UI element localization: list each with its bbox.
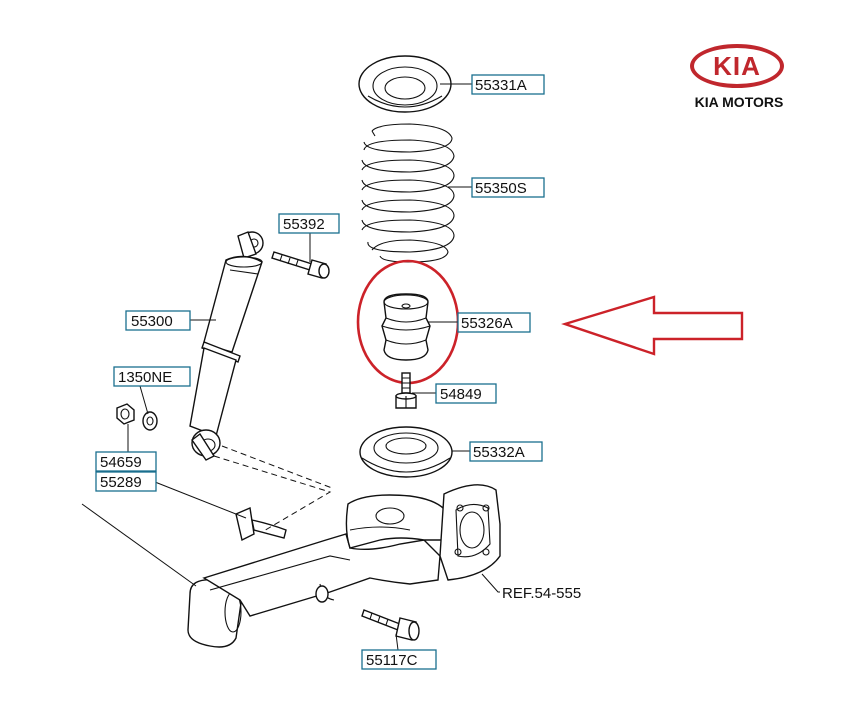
part-number-54659: 54659	[100, 454, 142, 471]
upper-spring-seat	[358, 55, 452, 113]
dashed-guide-2	[221, 445, 333, 489]
part-label-54659: 54659	[95, 451, 157, 472]
bump-stopper	[381, 293, 431, 361]
part-label-55332A: 55332A	[469, 441, 543, 462]
part-label-55289: 55289	[95, 471, 157, 492]
bump-stopper-bolt	[395, 372, 417, 409]
part-number-55350S: 55350S	[475, 180, 527, 197]
highlight-arrow	[561, 295, 744, 356]
rear-axle-beam	[187, 484, 501, 648]
part-number-55300: 55300	[131, 313, 173, 330]
part-label-55117C: 55117C	[361, 649, 437, 670]
part-label-55331A: 55331A	[471, 74, 545, 95]
part-label-55392: 55392	[278, 213, 340, 234]
kia-logo-word: KIA	[713, 51, 761, 81]
kia-motors-tagline: KIA MOTORS	[694, 94, 784, 110]
washer	[142, 411, 158, 431]
lower-nut	[116, 403, 135, 425]
part-label-55350S: 55350S	[471, 177, 545, 198]
leader-lines	[81, 83, 500, 651]
part-number-55392: 55392	[283, 216, 325, 233]
part-number-54849: 54849	[440, 386, 482, 403]
part-number-55289: 55289	[100, 474, 142, 491]
reference-label: REF.54-555	[502, 585, 581, 602]
part-number-55117C: 55117C	[366, 652, 418, 669]
part-number-55326A: 55326A	[461, 315, 513, 332]
part-number-55332A: 55332A	[473, 444, 525, 461]
dashed-guide-1	[213, 455, 332, 533]
shock-upper-bolt	[271, 251, 330, 279]
part-label-54849: 54849	[435, 383, 497, 404]
coil-spring	[361, 123, 455, 263]
axle-mount-bolt	[361, 609, 420, 641]
shock-absorber	[189, 231, 264, 461]
part-number-55331A: 55331A	[475, 77, 527, 94]
part-label-1350NE: 1350NE	[113, 366, 191, 387]
kia-logo: KIA KIA MOTORS	[684, 40, 794, 112]
part-label-55326A: 55326A	[457, 312, 531, 333]
part-number-1350NE: 1350NE	[118, 369, 172, 386]
part-label-55300: 55300	[125, 310, 191, 331]
lower-spring-seat	[359, 426, 453, 478]
kia-logo-oval: KIA	[690, 44, 784, 88]
